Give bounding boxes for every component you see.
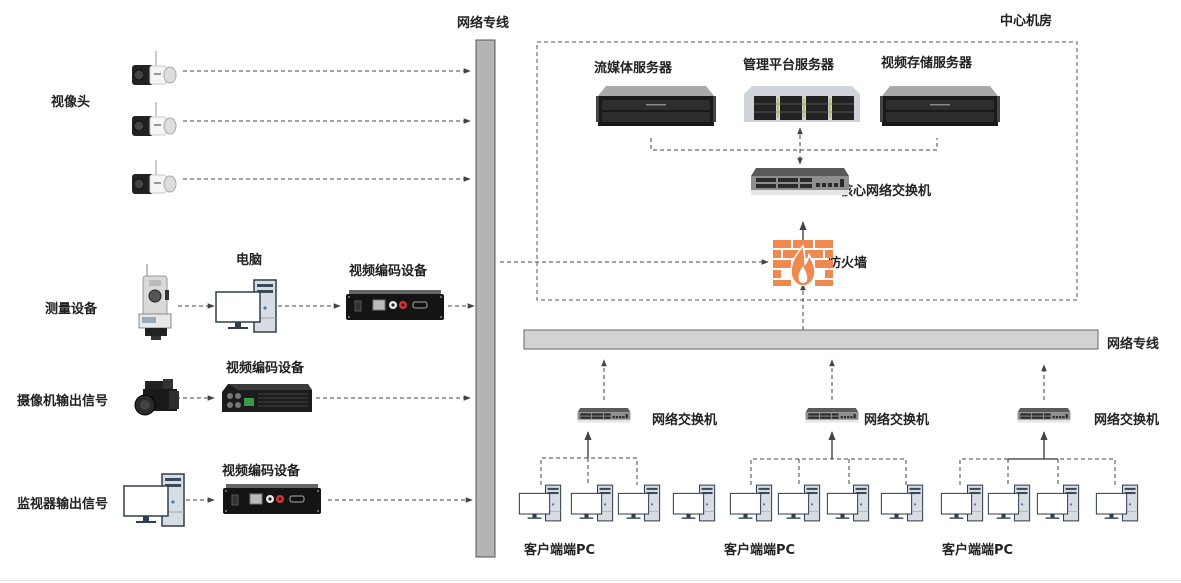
encoder-2-label: 视频编码设备 <box>226 361 305 376</box>
switch-3-label: 网络交换机 <box>1094 413 1160 428</box>
switch-1-label: 网络交换机 <box>652 413 718 428</box>
client-pc-label-3: 客户端端PC <box>942 543 1014 558</box>
backbone-vertical-bar <box>475 39 496 558</box>
video-encoder-icon[interactable] <box>222 482 322 518</box>
camcorder-icon[interactable] <box>133 377 183 421</box>
server-2-label: 管理平台服务器 <box>743 58 835 73</box>
switch-2-label: 网络交换机 <box>864 413 930 428</box>
server-1-label: 流媒体服务器 <box>594 61 673 76</box>
tree-group-1 <box>540 457 638 485</box>
client-pc-icon[interactable] <box>1036 483 1080 523</box>
bullet-camera-icon[interactable] <box>130 157 178 199</box>
desktop-pc-icon[interactable] <box>214 278 278 334</box>
camcorder-label: 摄像机输出信号 <box>17 394 109 409</box>
encoder-3-label: 视频编码设备 <box>222 464 301 479</box>
client-pc-icon[interactable] <box>880 483 924 523</box>
backbone-left-label: 网络专线 <box>457 16 510 31</box>
cameras-label: 视像头 <box>51 95 91 110</box>
network-switch-icon[interactable] <box>805 404 859 426</box>
client-pc-icon[interactable] <box>940 483 984 523</box>
tree-group-3 <box>959 458 1116 485</box>
network-switch-icon[interactable] <box>750 166 850 196</box>
client-pc-icon[interactable] <box>617 483 661 523</box>
page-bottom-divider <box>0 580 1181 581</box>
firewall-icon[interactable] <box>773 240 833 286</box>
server-3-label: 视频存储服务器 <box>881 56 973 71</box>
client-pc-icon[interactable] <box>518 483 562 523</box>
client-pc-icon[interactable] <box>826 483 870 523</box>
desktop-pc-icon[interactable] <box>122 472 186 528</box>
tree-group-2 <box>750 458 907 485</box>
client-pc-label-1: 客户端端PC <box>524 543 596 558</box>
storage-server-icon[interactable] <box>880 84 1000 128</box>
core-switch-label: 核心网络交换机 <box>840 184 932 199</box>
video-encoder-icon[interactable] <box>345 288 445 324</box>
client-pc-icon[interactable] <box>777 483 821 523</box>
link-servers-bus <box>650 138 938 151</box>
client-pc-icon[interactable] <box>570 483 614 523</box>
network-switch-icon[interactable] <box>577 404 631 426</box>
client-pc-icon[interactable] <box>987 483 1031 523</box>
firewall-label: 防火墙 <box>828 256 868 271</box>
client-pc-icon[interactable] <box>672 483 716 523</box>
client-pc-label-2: 客户端端PC <box>724 543 796 558</box>
storage-server-icon[interactable] <box>596 84 716 128</box>
client-pc-icon[interactable] <box>729 483 773 523</box>
bullet-camera-icon[interactable] <box>130 99 178 141</box>
bullet-camera-icon[interactable] <box>130 48 178 90</box>
rack-server-icon[interactable] <box>742 84 862 124</box>
data-center-boundary <box>536 41 1078 301</box>
backbone-horizontal-bar <box>523 329 1099 350</box>
data-center-title: 中心机房 <box>1000 14 1053 29</box>
survey-label: 测量设备 <box>45 302 98 317</box>
video-encoder-icon[interactable] <box>218 380 314 416</box>
total-station-icon[interactable] <box>135 262 175 342</box>
network-switch-icon[interactable] <box>1017 404 1071 426</box>
pc-label: 电脑 <box>236 253 263 268</box>
encoder-1-label: 视频编码设备 <box>349 264 428 279</box>
client-pc-icon[interactable] <box>1095 483 1139 523</box>
backbone-right-label: 网络专线 <box>1107 337 1160 352</box>
monitor-label: 监视器输出信号 <box>17 497 109 512</box>
